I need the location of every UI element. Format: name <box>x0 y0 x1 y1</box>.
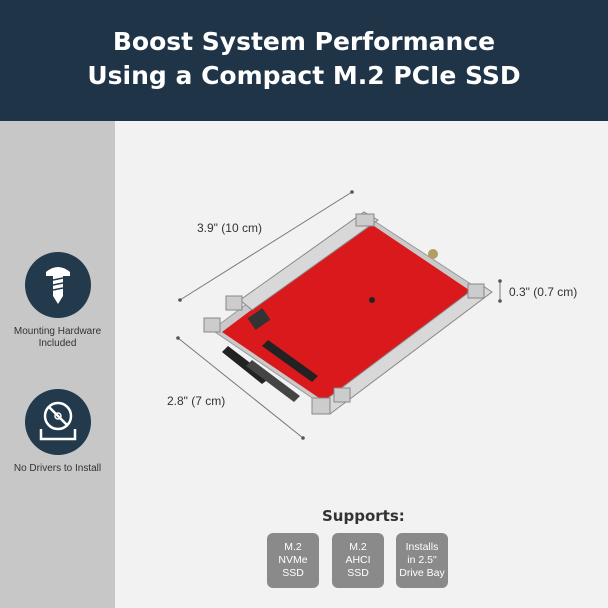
feature-sidebar: Mounting Hardware Included No Drivers to… <box>0 121 115 608</box>
feature-label-drivers: No Drivers to Install <box>13 463 102 474</box>
title-line-1: Boost System Performance <box>112 27 496 56</box>
support-badge-nvme: M.2 NVMe SSD <box>267 533 319 588</box>
title-line-2: Using a Compact M.2 PCIe SSD <box>87 61 521 90</box>
no-disc-install-icon <box>24 389 91 455</box>
support-badge-drive-bay-label: Installs in 2.5" Drive Bay <box>399 541 445 579</box>
support-badge-ahci-label: M.2 AHCI SSD <box>345 541 371 579</box>
header-banner: Boost System Performance Using a Compact… <box>0 0 608 121</box>
feature-no-drivers: No Drivers to Install <box>0 389 115 475</box>
dimension-depth: 2.8" (7 cm) <box>167 394 226 408</box>
feature-mounting-hardware: Mounting Hardware Included <box>0 252 115 350</box>
feature-label-mounting: Mounting Hardware Included <box>13 326 102 349</box>
support-badge-nvme-label: M.2 NVMe SSD <box>278 541 308 579</box>
dimension-height: 0.3" (0.7 cm) <box>509 285 578 299</box>
screw-icon <box>24 252 91 318</box>
support-badge-drive-bay: Installs in 2.5" Drive Bay <box>396 533 448 588</box>
supports-title: Supports: <box>322 507 405 525</box>
dimension-width: 3.9" (10 cm) <box>197 221 262 235</box>
ssd-adapter-card <box>203 211 493 415</box>
support-badge-ahci: M.2 AHCI SSD <box>332 533 384 588</box>
